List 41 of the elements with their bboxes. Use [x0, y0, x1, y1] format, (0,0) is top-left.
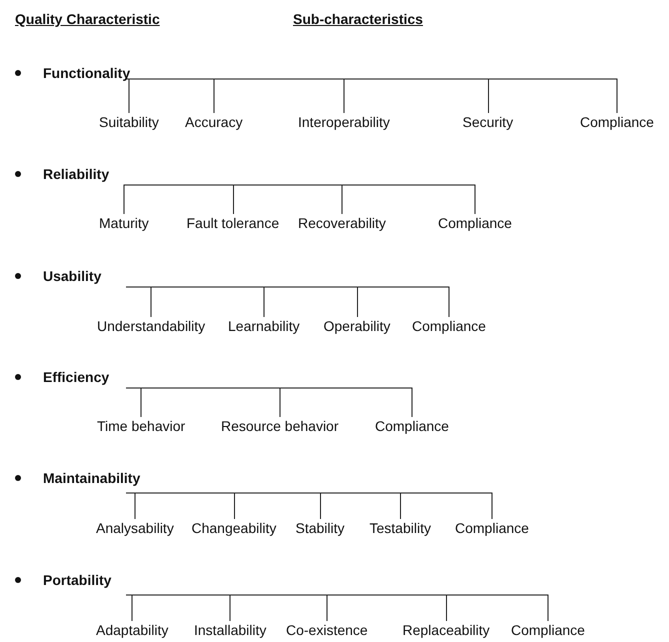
sub-characteristic: Security [462, 113, 514, 131]
sub-characteristic: Interoperability [298, 113, 390, 131]
connector-line [126, 184, 476, 214]
sub-characteristic: Resource behavior [221, 417, 339, 435]
sub-characteristic: Operability [324, 317, 390, 335]
sub-characteristic: Replaceability [402, 621, 490, 639]
sub-characteristic: Co-existence [286, 621, 368, 639]
column-heading: Quality Characteristic [15, 11, 160, 27]
connector-line [126, 286, 450, 318]
sub-characteristic: Compliance [412, 317, 486, 335]
sub-characteristic: Maturity [99, 214, 149, 232]
quality-characteristic: Functionality [43, 64, 133, 79]
sub-characteristic: Installability [194, 621, 266, 639]
sub-characteristic: Compliance [375, 417, 449, 435]
connector-line [126, 388, 412, 418]
sub-characteristic: Suitability [99, 113, 159, 131]
sub-characteristic: Compliance [455, 519, 529, 537]
sub-characteristic: Fault tolerance [186, 214, 280, 232]
sub-characteristic: Compliance [511, 621, 585, 639]
sub-characteristic: Recoverability [298, 214, 386, 232]
sub-characteristic: Understandability [97, 317, 206, 335]
sub-characteristic: Learnability [228, 317, 300, 335]
connector-line [126, 78, 130, 114]
sub-characteristic: Time behavior [97, 417, 186, 435]
sub-characteristic: Accuracy [185, 113, 243, 131]
sub-characteristic: Changeability [192, 519, 276, 537]
connector-line [126, 492, 492, 520]
connector-line [126, 594, 548, 622]
quality-characteristic: Reliability [43, 165, 133, 185]
quality-characteristic: Portability [43, 571, 133, 595]
sub-characteristic: Analysability [96, 519, 174, 537]
sub-characteristic: Stability [296, 519, 345, 537]
quality-characteristic: Usability [43, 267, 133, 287]
sub-characteristic: Adaptability [96, 621, 168, 639]
sub-characteristic: Testability [370, 519, 431, 537]
quality-characteristic: Maintainability [43, 469, 140, 493]
connector-line [124, 184, 126, 214]
quality-characteristic: Efficiency [43, 368, 133, 388]
sub-characteristic: Compliance [438, 214, 512, 232]
sub-characteristic: Compliance [580, 113, 654, 131]
column-heading: Sub-characteristics [293, 11, 423, 27]
